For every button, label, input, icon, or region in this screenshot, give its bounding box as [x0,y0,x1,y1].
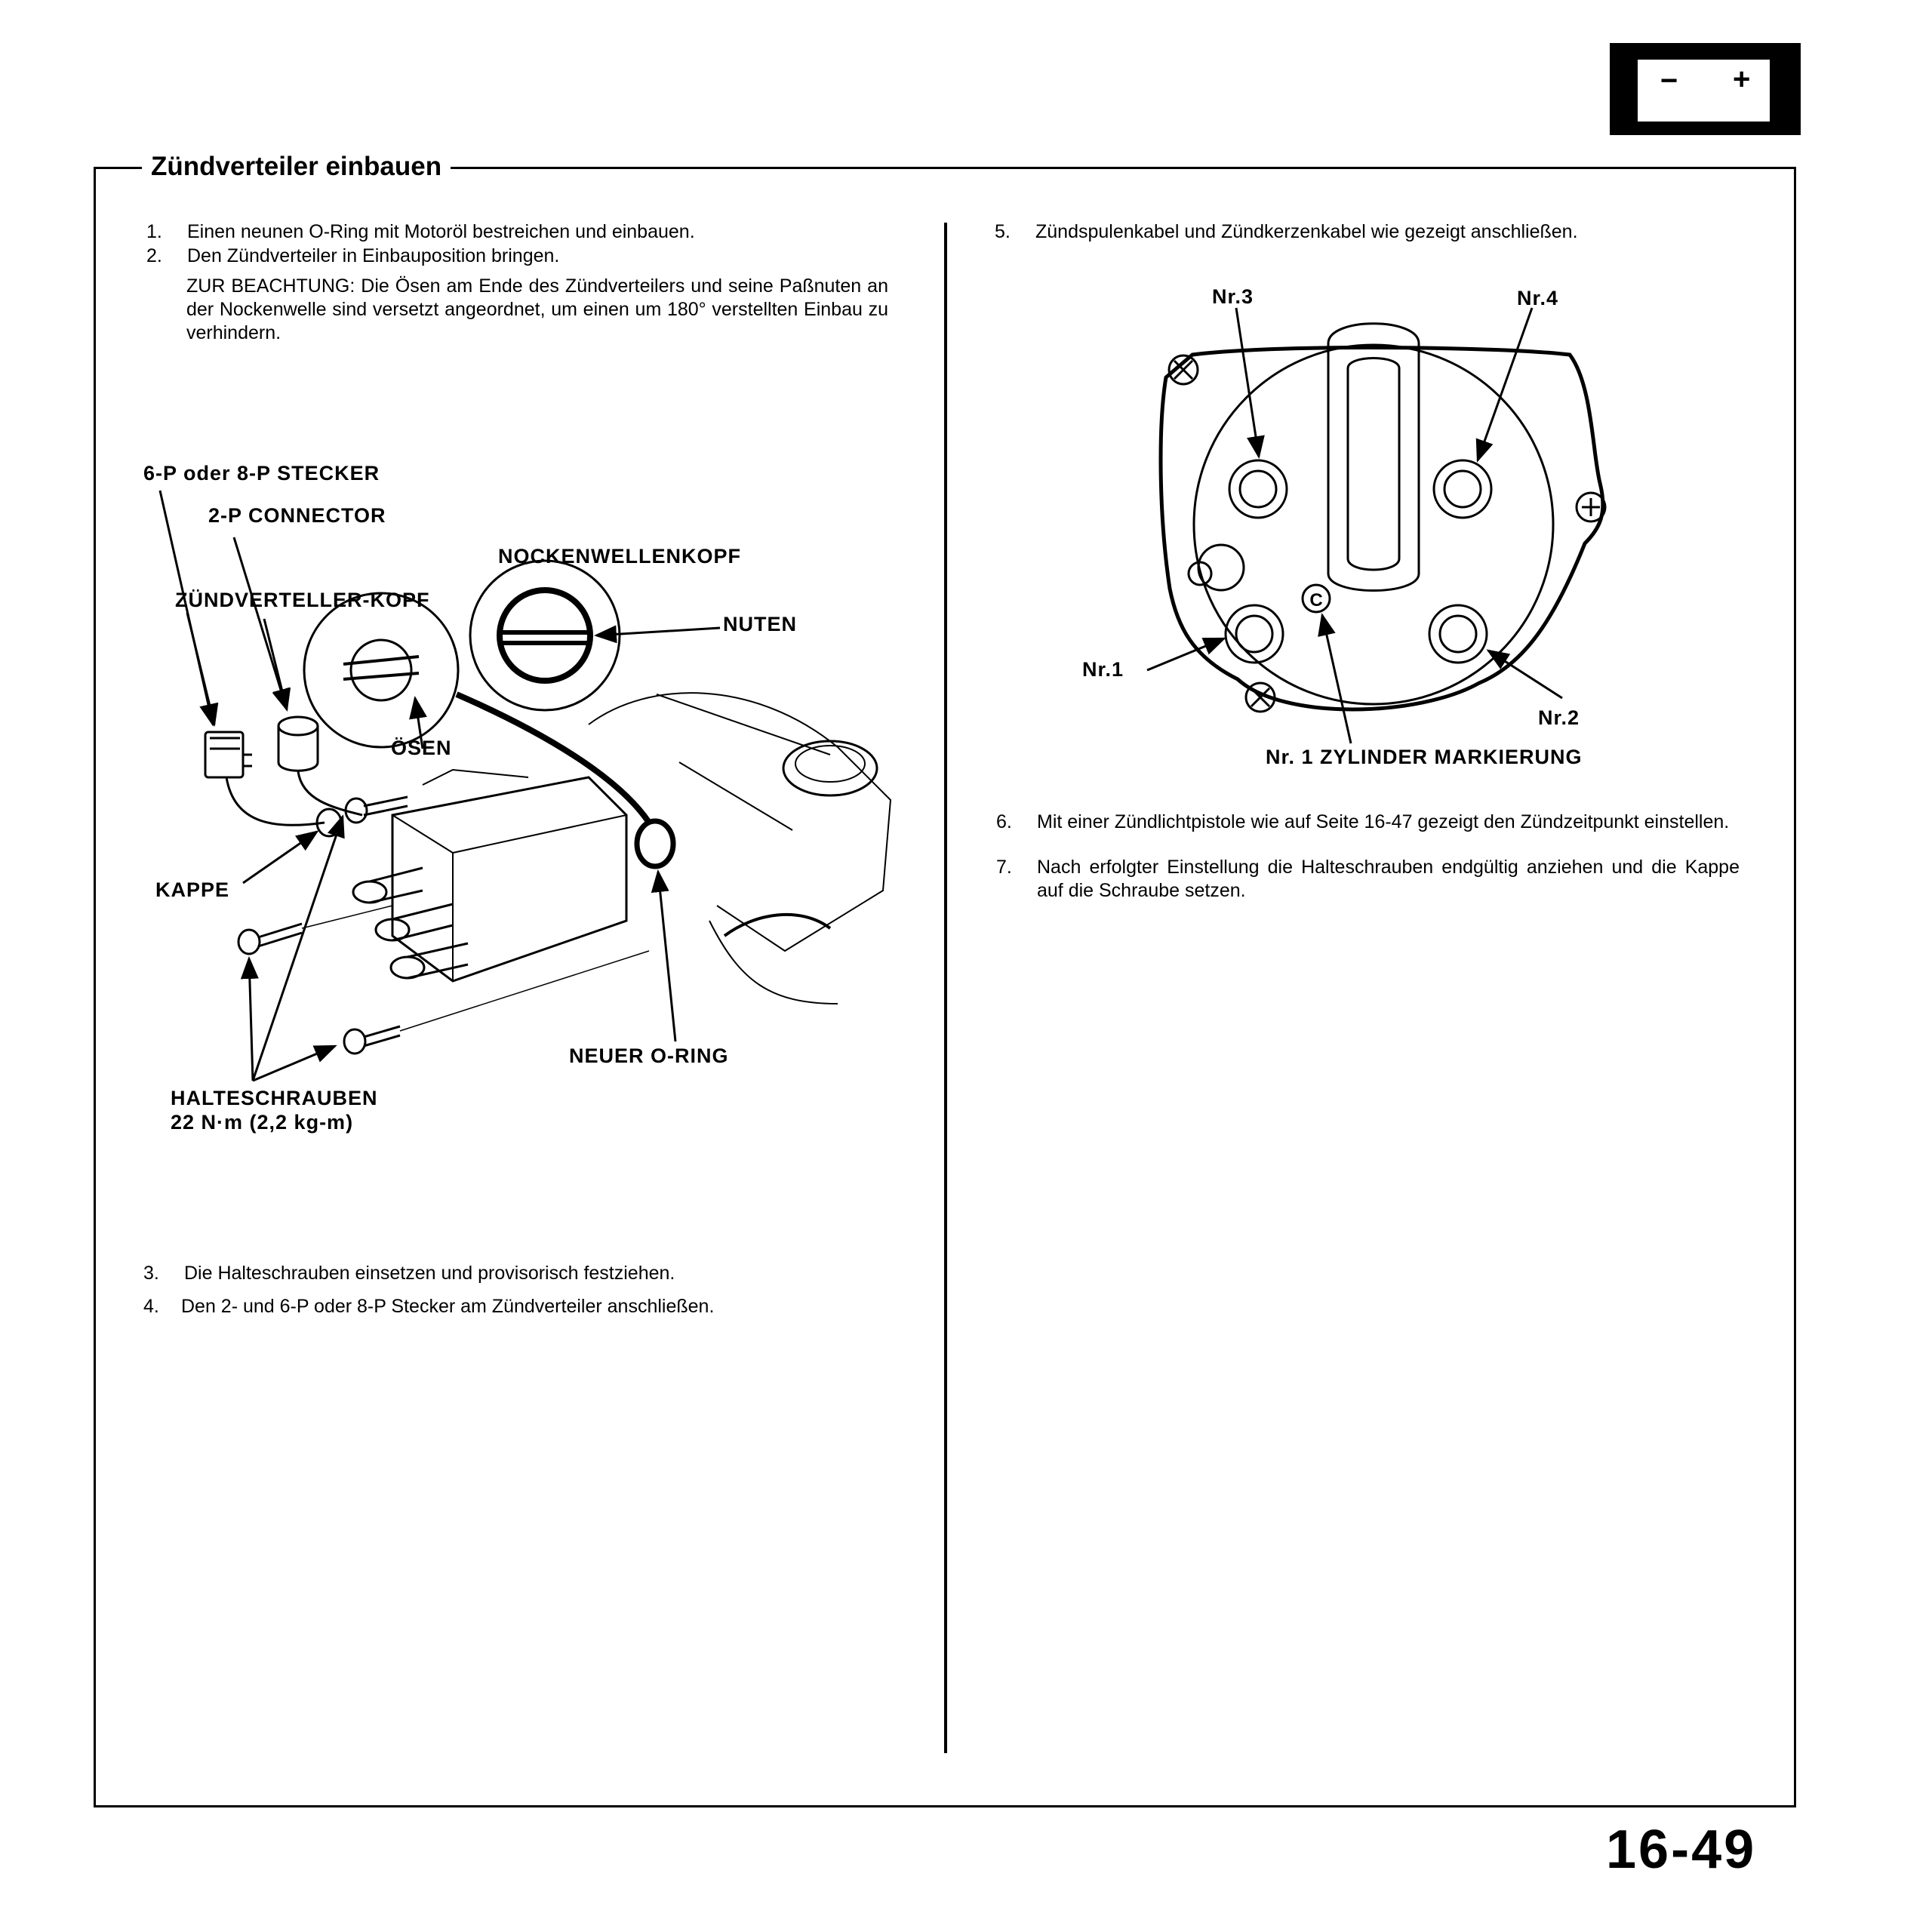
step-text: Den Zündverteiler in Einbauposition brin… [187,245,560,266]
label-nr2: Nr.2 [1538,706,1580,729]
step-number: 1. [146,221,162,242]
step-number: 6. [996,811,1012,832]
battery-icon-body: − + [1638,60,1770,122]
label-neuer-oring: NEUER O-RING [569,1044,729,1067]
section-title: Zündverteiler einbauen [142,149,451,184]
label-torque: 22 N·m (2,2 kg-m) [171,1111,354,1134]
label-kappe: KAPPE [155,878,230,901]
label-halteschrauben: HALTESCHRAUBEN [171,1087,378,1109]
step-text: Zündspulenkabel und Zündkerzenkabel wie … [1035,221,1578,242]
step-number: 5. [995,221,1011,242]
label-nuten: NUTEN [723,613,797,635]
battery-icon: − + [1610,43,1801,135]
step-text: Die Halteschrauben einsetzen und proviso… [184,1263,675,1284]
step-6: 6. Mit einer Zündlichtpistole wie auf Se… [996,811,1740,857]
label-nr3: Nr.3 [1212,285,1254,308]
step-text: Nach erfolgter Einstellung die Halteschr… [1037,857,1740,901]
cylinder-c-mark: C [1309,590,1322,611]
step-1: 1. Einen neunen O-Ring mit Motoröl bestr… [146,220,886,244]
label-stecker: 6-P oder 8-P STECKER [143,462,380,485]
step-4: 4. Den 2- und 6-P oder 8-P Stecker am Zü… [143,1295,891,1343]
label-oesen: ÖSEN [391,737,452,759]
minus-sign: − [1660,64,1678,97]
step-text: Mit einer Zündlichtpistole wie auf Seite… [1037,811,1730,832]
column-divider [944,223,947,1753]
label-nr4: Nr.4 [1517,287,1559,309]
step-number: 2. [146,245,162,266]
label-nr1: Nr.1 [1082,658,1124,681]
label-nockenwellenkopf: NOCKENWELLENKOPF [498,545,741,568]
label-2p-connector: 2-P CONNECTOR [208,504,386,527]
plus-sign: + [1733,63,1751,96]
step-text: Einen neunen O-Ring mit Motoröl bestreic… [187,221,695,242]
page-number: 16-49 [1606,1820,1757,1880]
step-7: 7. Nach erfolgter Einstellung die Haltes… [996,856,1740,903]
step-3: 3. Die Halteschrauben einsetzen und prov… [143,1262,891,1285]
step-2: 2. Den Zündverteiler in Einbauposition b… [146,245,886,268]
section-frame [94,167,1796,1807]
step-number: 3. [143,1263,159,1284]
step-text: Den 2- und 6-P oder 8-P Stecker am Zündv… [181,1296,715,1317]
step-5: 5. Zündspulenkabel und Zündkerzenkabel w… [995,220,1738,269]
step-number: 7. [996,857,1012,878]
label-zylinder-markierung: Nr. 1 ZYLINDER MARKIERUNG [1266,746,1583,768]
step-number: 4. [143,1296,159,1317]
label-verteilerkopf: ZÜNDVERTELLER-KOPF [175,589,430,611]
note-text: ZUR BEACHTUNG: Die Ösen am Ende des Zünd… [186,275,888,343]
